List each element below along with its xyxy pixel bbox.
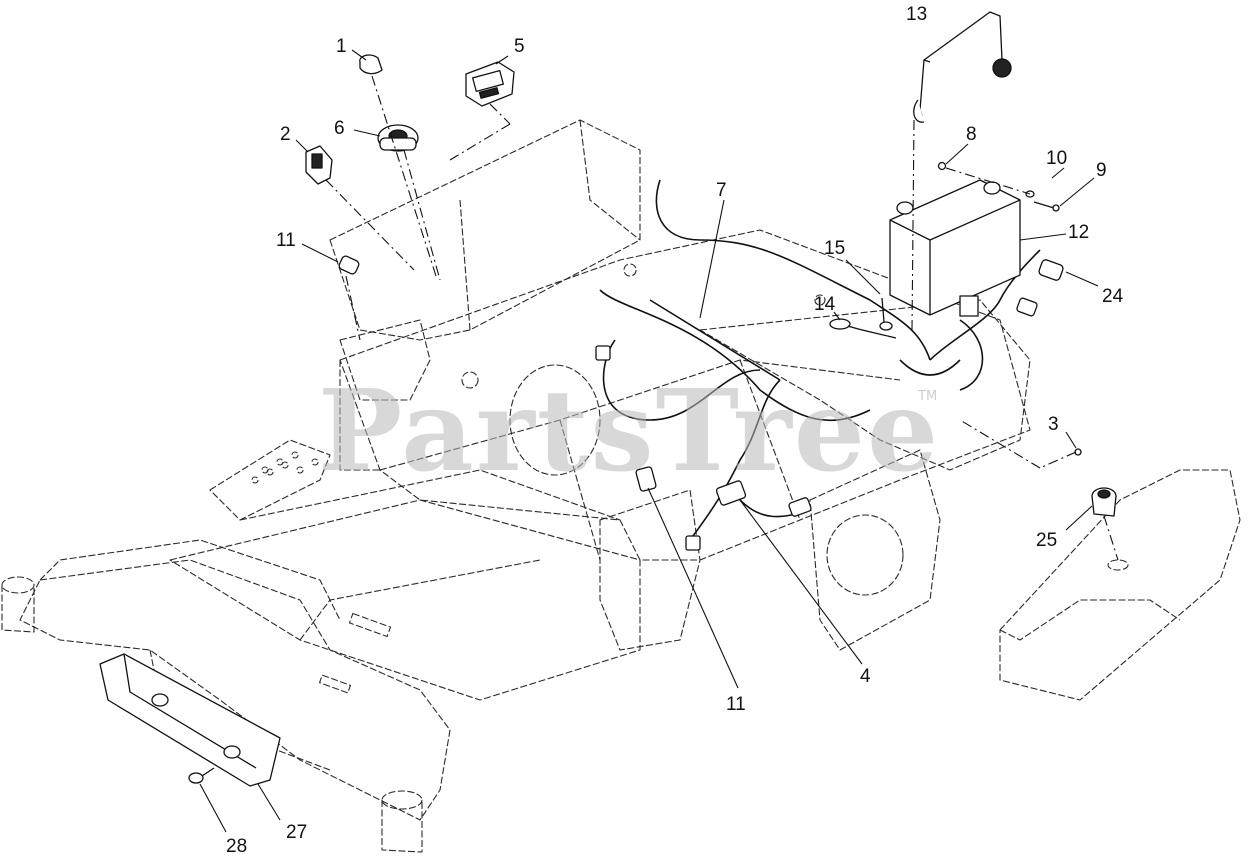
part-5-hour-meter xyxy=(465,61,515,107)
callout-28: 28 xyxy=(226,836,247,857)
callout-9: 9 xyxy=(1096,160,1107,181)
callout-5: 5 xyxy=(514,36,525,57)
callout-15: 15 xyxy=(824,238,845,259)
callout-3: 3 xyxy=(1048,414,1059,435)
part-24-connector xyxy=(1016,259,1064,317)
callout-14: 14 xyxy=(814,294,836,315)
watermark: PartsTree TM xyxy=(318,366,940,497)
mower-frame xyxy=(1,119,1241,853)
callout-1: 1 xyxy=(336,36,347,57)
part-15-bolt xyxy=(879,297,893,331)
callout-6: 6 xyxy=(334,118,345,139)
part-6-ignition-switch xyxy=(377,124,419,152)
part-28-bolt xyxy=(188,767,215,784)
callout-25: 25 xyxy=(1036,530,1057,551)
part-2-switch xyxy=(305,145,333,185)
part-8-bolt xyxy=(937,161,947,171)
part-25-power-port xyxy=(1091,487,1117,517)
callout-2: 2 xyxy=(280,124,291,145)
leader-lines xyxy=(199,49,1119,833)
part-12-battery xyxy=(889,179,1021,317)
callout-11-lower: 11 xyxy=(726,694,746,715)
callout-12: 12 xyxy=(1068,222,1089,243)
part-14-ground-cable xyxy=(829,318,897,339)
callout-27: 27 xyxy=(286,822,307,843)
callout-11-upper: 11 xyxy=(276,230,296,251)
callout-4: 4 xyxy=(860,666,871,687)
callout-labels: 1 2 3 4 5 6 7 8 9 10 11 11 12 13 14 15 2… xyxy=(226,4,1124,857)
part-27-bumper-plate xyxy=(99,653,281,787)
callout-10: 10 xyxy=(1046,148,1067,169)
callout-7: 7 xyxy=(716,180,727,201)
callout-13: 13 xyxy=(906,4,927,25)
wire-harness xyxy=(599,179,1041,541)
watermark-text: PartsTree xyxy=(318,366,940,497)
callout-8: 8 xyxy=(966,124,977,145)
part-4-connector xyxy=(685,480,812,551)
watermark-trademark: TM xyxy=(917,389,937,404)
callout-24: 24 xyxy=(1102,286,1124,307)
part-13-battery-strap xyxy=(913,11,1012,123)
part-9-screw xyxy=(1033,201,1060,212)
part-11-upper-connector xyxy=(338,255,360,275)
